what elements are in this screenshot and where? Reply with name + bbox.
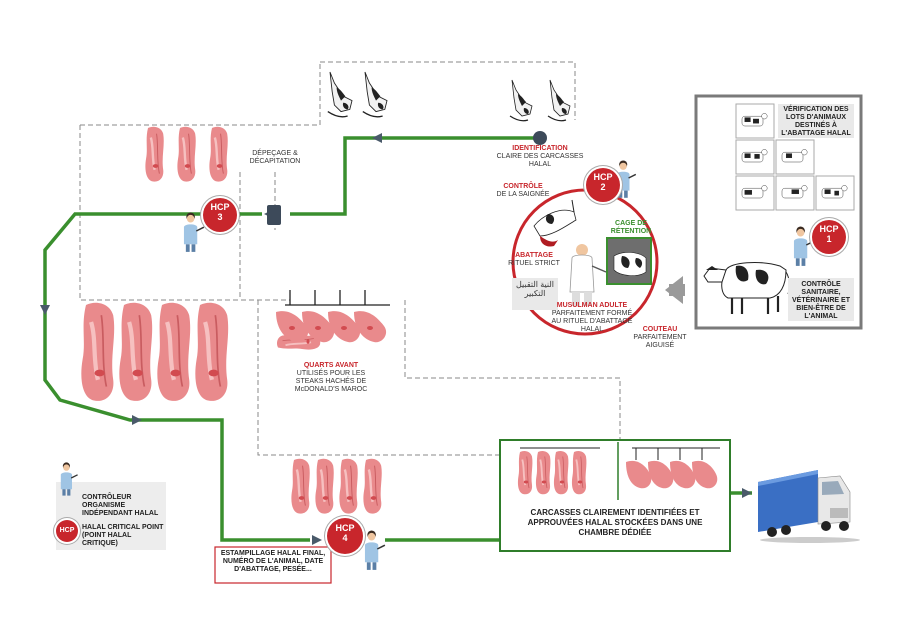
musulman-text: PARFAITEMENT FORMÉ AU RITUEL D'ABATTAGE … bbox=[551, 310, 633, 333]
cage-label: CAGE DE RÉTENTION bbox=[610, 220, 652, 235]
couteau-label: COUTEAU PARFAITEMENT AIGUISÉ bbox=[632, 326, 688, 350]
identification-text: CLAIRE DES CARCASSES HALAL bbox=[496, 153, 584, 168]
quarts-avant-rack bbox=[276, 290, 390, 351]
hcp-2-prefix: HCP bbox=[593, 172, 613, 182]
controle-saignee-label: CONTRÔLE DE LA SAIGNÉE bbox=[496, 183, 550, 199]
hcp-3-number: 3 bbox=[217, 212, 223, 222]
legend-controleur-label: CONTRÔLEUR ORGANISME INDÉPENDANT HALAL bbox=[82, 494, 159, 517]
hcp-1-number: 1 bbox=[826, 234, 832, 244]
lot-cows bbox=[741, 113, 848, 199]
estampillage-label: ESTAMPILLAGE HALAL FINAL, NUMÉRO DE L'AN… bbox=[220, 550, 326, 573]
hcp-2-badge: HCP 2 bbox=[586, 168, 620, 202]
identification-title: IDENTIFICATION bbox=[512, 145, 568, 152]
storage-room-box bbox=[499, 439, 731, 552]
arabic-box-bg bbox=[512, 278, 558, 310]
green-flow-path bbox=[43, 136, 752, 542]
carcasses-large bbox=[81, 303, 228, 401]
quarts-avant-label: QUARTS AVANT UTILISÉS POUR LES STEAKS HA… bbox=[285, 362, 377, 394]
legend-hcp-label: HCP bbox=[59, 527, 75, 534]
abattage-text: RITUEL STRICT bbox=[508, 260, 560, 267]
arabic-text: النية التقبيل التكبير bbox=[515, 280, 554, 298]
cage-cow bbox=[613, 252, 647, 276]
depecage-label: DÉPEÇAGE & DÉCAPITATION bbox=[249, 150, 301, 165]
identification-marker bbox=[533, 131, 547, 145]
carcasses-top-left bbox=[144, 125, 229, 183]
depecage-device bbox=[267, 205, 281, 225]
controle-text: DE LA SAIGNÉE bbox=[496, 191, 550, 198]
hcp-4-number: 4 bbox=[342, 533, 348, 543]
abattage-title: ABATTAGE bbox=[515, 252, 553, 259]
carcasses-bottom bbox=[290, 457, 383, 515]
estampillage-box bbox=[214, 546, 332, 584]
hcp-4-badge: HCP 4 bbox=[327, 518, 363, 554]
couteau-text: PARFAITEMENT AIGUISÉ bbox=[633, 334, 687, 349]
hcp-3-prefix: HCP bbox=[210, 202, 230, 212]
dashed-process-lines bbox=[79, 61, 621, 456]
hanging-cows-top bbox=[327, 71, 571, 122]
storage-contents bbox=[517, 442, 720, 500]
legend-hcp-text: HALAL CRITICAL POINT (POINT HALAL CRITIQ… bbox=[82, 524, 164, 547]
hcp-1-prefix: HCP bbox=[819, 224, 839, 234]
hcp-2-number: 2 bbox=[600, 182, 606, 192]
storage-label: CARCASSES CLAIREMENT IDENTIFIÉES ET APPR… bbox=[527, 508, 703, 537]
verification-label: VÉRIFICATION DES LOTS D'ANIMAUX DESTINÉS… bbox=[778, 106, 854, 138]
butcher-figure bbox=[569, 244, 607, 306]
legend-hcp-badge: HCP bbox=[56, 520, 78, 542]
identification-label: IDENTIFICATION CLAIRE DES CARCASSES HALA… bbox=[495, 145, 585, 169]
abattage-label: ABATTAGE RITUEL STRICT bbox=[508, 252, 560, 268]
truck-icon bbox=[758, 470, 860, 543]
musulman-title: MUSULMAN ADULTE bbox=[556, 302, 628, 309]
musulman-label: MUSULMAN ADULTE PARFAITEMENT FORMÉ AU RI… bbox=[548, 302, 636, 334]
quarts-text: UTILISÉS POUR LES STEAKS HACHÉS DE McDON… bbox=[294, 370, 368, 393]
hcp-4-prefix: HCP bbox=[335, 523, 355, 533]
quarts-title: QUARTS AVANT bbox=[303, 362, 359, 369]
couteau-title: COUTEAU bbox=[642, 326, 678, 333]
cow-icon bbox=[703, 262, 790, 314]
lot-grid bbox=[735, 103, 855, 211]
controle-title: CONTRÔLE bbox=[503, 183, 543, 190]
hcp-3-badge: HCP 3 bbox=[203, 198, 237, 232]
hanging-cow-bleeding bbox=[533, 199, 577, 247]
controle-sanitaire-label: CONTRÔLE SANITAIRE, VÉTÉRINAIRE ET BIEN-… bbox=[788, 281, 854, 321]
hcp-1-badge: HCP 1 bbox=[812, 220, 846, 254]
